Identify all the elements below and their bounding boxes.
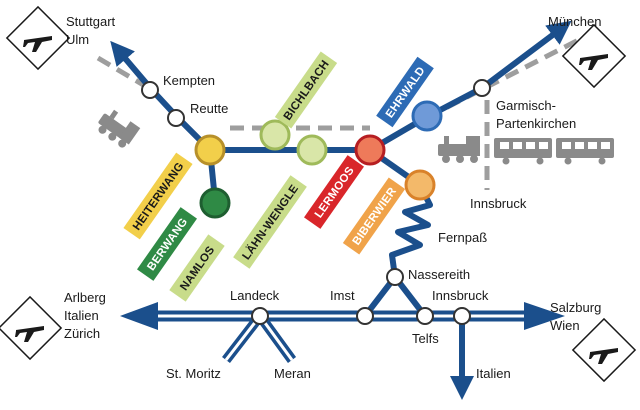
badge-bichlbach-label: BICHLBACH: [282, 58, 332, 122]
junction-garmisch: [473, 79, 491, 97]
junction-reutte: [167, 109, 185, 127]
label-telfs: Telfs: [412, 331, 439, 346]
station-berwang[interactable]: [199, 187, 231, 219]
junction-kempten: [141, 81, 159, 99]
station-lermoos[interactable]: [354, 134, 386, 166]
label-innsbruck-north: Innsbruck: [470, 196, 527, 211]
junction-imst: [356, 307, 374, 325]
airplane-icon: [5, 5, 71, 71]
badge-laehn-wengle-label: LÄHN-WENGLE: [240, 182, 301, 262]
motorway-arrow-east: [524, 302, 565, 330]
badge-biberwier-label: BIBERWIER: [351, 185, 400, 247]
motorway-arrow-west: [120, 302, 158, 330]
label-salzburg: Salzburg: [550, 300, 601, 315]
label-wien: Wien: [550, 318, 580, 333]
station-laehn-wengle[interactable]: [296, 134, 328, 166]
road-meran-center: [258, 315, 294, 361]
label-reutte: Reutte: [190, 101, 228, 116]
junction-innsbruck: [453, 307, 471, 325]
village-stations: [194, 100, 443, 219]
airplane-icon: [0, 295, 63, 361]
label-fernpass: Fernpaß: [438, 230, 487, 245]
train-carriage-icon: [556, 138, 614, 165]
label-st-moritz: St. Moritz: [166, 366, 221, 381]
junction-nassereith: [386, 268, 404, 286]
badge-berwang-label: BERWANG: [145, 216, 190, 273]
label-italien-south: Italien: [476, 366, 511, 381]
badge-lermoos: LERMOOS: [304, 155, 364, 229]
badge-lermoos-label: LERMOOS: [313, 165, 357, 221]
inntal-motorway: [120, 302, 565, 364]
junction-telfs: [416, 307, 434, 325]
label-ulm: Ulm: [66, 32, 89, 47]
label-landeck: Landeck: [230, 288, 280, 303]
badge-bichlbach: BICHLBACH: [274, 51, 338, 129]
label-stuttgart: Stuttgart: [66, 14, 116, 29]
label-kempten: Kempten: [163, 73, 215, 88]
label-meran: Meran: [274, 366, 311, 381]
badge-laehn-wengle: LÄHN-WENGLE: [233, 175, 307, 269]
steam-train-icon: [98, 109, 141, 148]
village-badges: HEITERWANG BERWANG NAMLOS BICHLBACH LÄHN…: [123, 51, 434, 302]
badge-biberwier: BIBERWIER: [342, 177, 406, 255]
station-ehrwald[interactable]: [411, 100, 443, 132]
airplane-icon: [571, 317, 637, 383]
place-labels: Stuttgart Ulm Kempten Reutte München Gar…: [64, 14, 601, 381]
road-st-moritz-center: [224, 315, 262, 361]
station-bichlbach[interactable]: [259, 119, 291, 151]
label-garmisch-2: Partenkirchen: [496, 116, 576, 131]
station-biberwier[interactable]: [404, 169, 436, 201]
junctions: [141, 79, 491, 325]
train-carriage-icon: [494, 138, 552, 165]
road-stuttgart: [110, 40, 213, 153]
road-lermoos-muenchen: [367, 20, 572, 153]
airplane-icon: [561, 23, 627, 89]
label-imst: Imst: [330, 288, 355, 303]
label-zuerich: Zürich: [64, 326, 100, 341]
label-innsbruck-south: Innsbruck: [432, 288, 489, 303]
label-italien-west: Italien: [64, 308, 99, 323]
label-arlberg: Arlberg: [64, 290, 106, 305]
label-muenchen: München: [548, 14, 601, 29]
label-garmisch-1: Garmisch-: [496, 98, 556, 113]
station-heiterwang[interactable]: [194, 134, 226, 166]
label-nassereith: Nassereith: [408, 267, 470, 282]
steam-train-icon: [438, 136, 480, 163]
junction-landeck: [251, 307, 269, 325]
